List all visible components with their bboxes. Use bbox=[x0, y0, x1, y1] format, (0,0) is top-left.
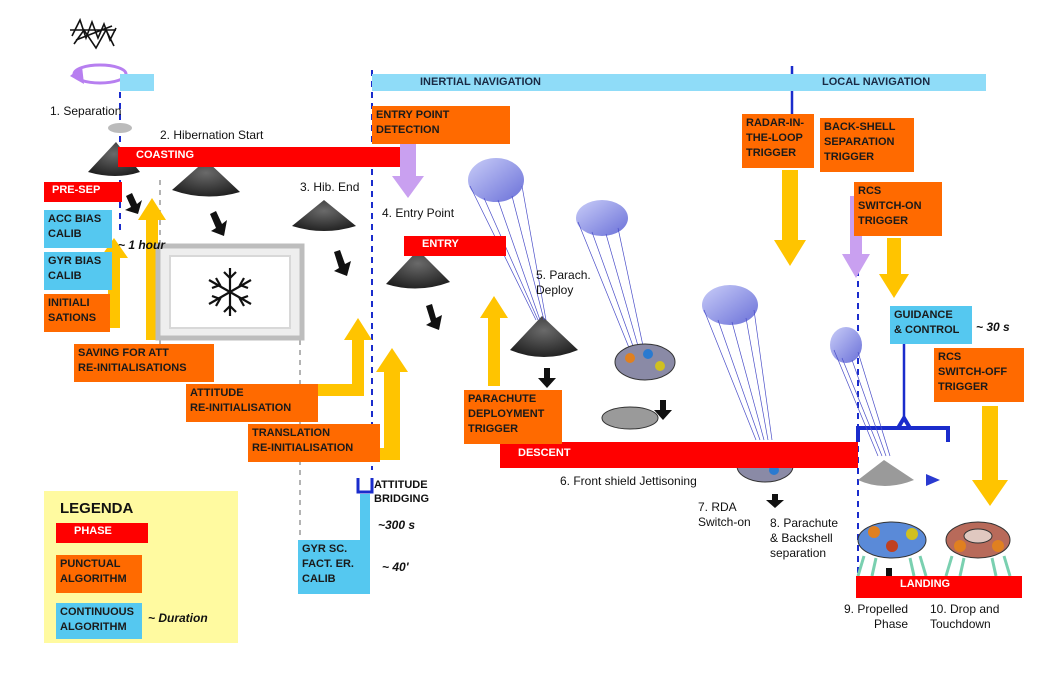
legend-phase: PHASE bbox=[56, 523, 148, 543]
black-arrows bbox=[125, 193, 892, 580]
algo-rcs-switch-on: RCS SWITCH-ON TRIGGER bbox=[854, 182, 942, 236]
event-propelled-phase: 9. Propelled Phase bbox=[844, 602, 909, 631]
inertial-navigation-bar: INERTIAL NAVIGATION bbox=[372, 74, 792, 91]
right-arrow-icon bbox=[926, 474, 940, 486]
event-hib-end: 3. Hib. End bbox=[300, 180, 360, 194]
phase-landing: LANDING bbox=[856, 576, 1022, 598]
down-arrow-icon bbox=[972, 406, 1008, 506]
algo-gyr-bias-calib: GYR BIAS CALIB bbox=[44, 252, 112, 290]
algo-initialisations: INITIALI SATIONS bbox=[44, 294, 110, 332]
legend: LEGENDA PHASE PUNCTUAL ALGORITHM CONTINU… bbox=[44, 491, 238, 643]
spacecraft-sketch-icon bbox=[70, 17, 117, 50]
algo-attitude-reinit: ATTITUDE RE-INITIALISATION bbox=[186, 384, 318, 422]
attitude-bridging-bracket bbox=[356, 478, 374, 494]
duration-30-s: ~ 30 s bbox=[976, 320, 1010, 334]
up-arrow-icon bbox=[314, 318, 372, 396]
duration-40-min: ~ 40' bbox=[382, 560, 409, 574]
algo-saving-att: SAVING FOR ATT RE-INITIALISATIONS bbox=[74, 344, 214, 382]
up-arrow-icon bbox=[372, 348, 408, 460]
down-arrow-icon bbox=[842, 196, 870, 278]
phase-entry: ENTRY bbox=[404, 236, 506, 256]
algo-translation-reinit: TRANSLATION RE-INITIALISATION bbox=[248, 424, 380, 462]
event-parachute-backshell-separation: 8. Parachute & Backshell separation bbox=[770, 516, 839, 560]
algo-rcs-switch-off: RCS SWITCH-OFF TRIGGER bbox=[934, 348, 1024, 402]
event-drop-touchdown: 10. Drop and Touchdown bbox=[930, 602, 1000, 631]
legend-punctual-algorithm: PUNCTUAL ALGORITHM bbox=[56, 555, 142, 593]
algo-guidance-control: GUIDANCE & CONTROL bbox=[890, 306, 972, 344]
separation-arrow-icon bbox=[70, 66, 84, 84]
up-arrow-icon bbox=[100, 238, 128, 328]
down-arrow-icon bbox=[774, 170, 806, 266]
event-hibernation-start: 2. Hibernation Start bbox=[160, 128, 264, 142]
event-entry-point: 4. Entry Point bbox=[382, 206, 455, 220]
event-separation: 1. Separation bbox=[50, 104, 122, 118]
attitude-bridging-label: ATTITUDE BRIDGING bbox=[374, 479, 429, 505]
event-front-shield-jettisoning: 6. Front shield Jettisoning bbox=[560, 474, 697, 488]
pre-nav-bar bbox=[120, 74, 154, 91]
phase-pre-sep: PRE-SEP bbox=[44, 182, 122, 202]
down-arrow-icon bbox=[879, 238, 909, 298]
legend-title: LEGENDA bbox=[60, 500, 134, 517]
duration-300-s: ~300 s bbox=[378, 518, 416, 532]
event-parachute-deploy: 5. Parach. Deploy bbox=[536, 268, 591, 297]
lilac-arrows bbox=[392, 140, 870, 278]
algo-gyr-sc-calib: GYR SC. FACT. ER. CALIB bbox=[298, 540, 370, 594]
yellow-arrows bbox=[100, 170, 1008, 506]
up-arrow-icon bbox=[138, 198, 166, 340]
algo-radar-trigger: RADAR-IN- THE-LOOP TRIGGER bbox=[742, 114, 814, 168]
up-arrow-icon bbox=[480, 296, 508, 386]
spacecraft-capsule-icon bbox=[88, 142, 914, 486]
guidance-bracket bbox=[856, 414, 950, 442]
phase-descent: DESCENT bbox=[500, 442, 858, 468]
snowflake-icon bbox=[208, 268, 252, 316]
local-navigation-bar: LOCAL NAVIGATION bbox=[792, 74, 986, 91]
algo-entry-point-detection: ENTRY POINT DETECTION bbox=[372, 106, 510, 144]
duration-one-hour: ~ 1 hour bbox=[118, 238, 166, 252]
attitude-bridging-bar bbox=[360, 494, 370, 540]
phase-coasting: COASTING bbox=[118, 147, 400, 167]
parachute-icon bbox=[468, 158, 891, 457]
algo-parachute-deployment-trigger: PARACHUTE DEPLOYMENT TRIGGER bbox=[464, 390, 562, 444]
legend-duration: ~ Duration bbox=[148, 611, 208, 625]
legend-continuous-algorithm: CONTINUOUS ALGORITHM bbox=[56, 603, 142, 639]
algo-acc-bias-calib: ACC BIAS CALIB bbox=[44, 210, 112, 248]
event-rda-switch-on: 7. RDA Switch-on bbox=[698, 500, 751, 529]
algo-backshell-trigger: BACK-SHELL SEPARATION TRIGGER bbox=[820, 118, 914, 172]
separation-cover-icon bbox=[108, 123, 132, 133]
down-arrow-icon bbox=[392, 140, 424, 198]
